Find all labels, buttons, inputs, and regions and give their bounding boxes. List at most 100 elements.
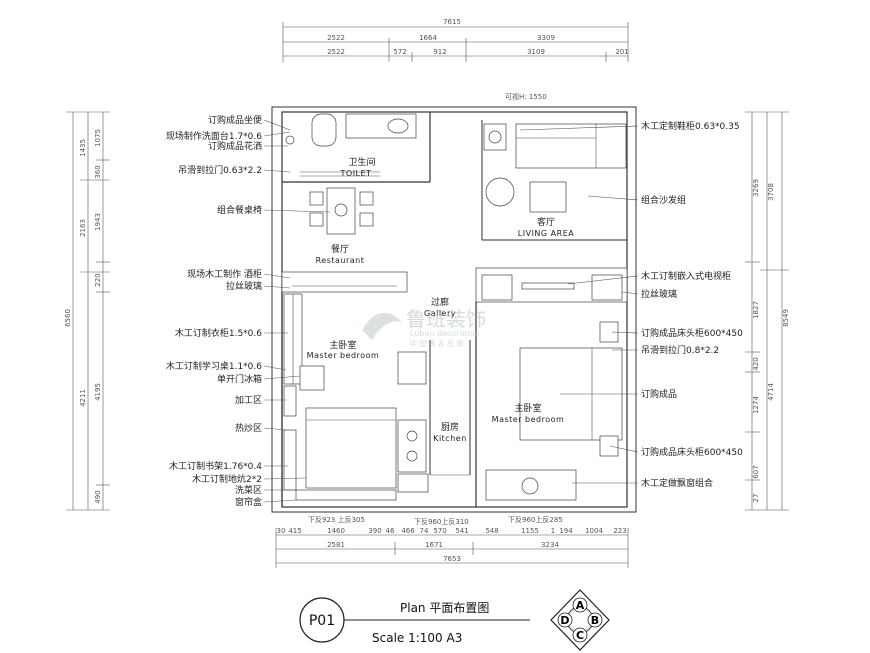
label-right-8: 木工定做飘窗组合 [641,477,713,489]
note-viewing-height: 可视H: 1550 [505,92,547,101]
left-dimensions [66,111,110,511]
title-block: P01 Plan 平面布置图 Scale 1:100 A3 A B C D [299,589,610,651]
restaurant-en: Restaurant [316,256,365,265]
master1-cn: 主卧室 [329,339,356,351]
fridge-icon [397,351,427,385]
sofa-icon [515,123,627,169]
watermark-cn: 鲁班装饰 [406,307,486,331]
dim-right-inner-1: 3269 [752,179,760,197]
dim-left-mid-2: 2163 [79,219,87,237]
label-left-5: 现场木工制作 酒柜 [187,268,262,280]
toilet-cn: 卫生间 [348,156,375,168]
dim-bottom-total: 7653 [443,555,461,563]
leader-right-0 [519,125,639,131]
shower-icon [285,135,295,145]
label-left-1: 现场制作洗面台1.7*0.6 [166,130,262,142]
label-right-7: 订购成品床头柜600*450 [641,446,743,458]
compass-b: B [591,614,599,627]
coffee-table [529,181,567,213]
compass-a: A [576,599,585,612]
dim-bottom-2-1: 415 [288,527,301,535]
label-left-3: 吊滑到拉门0.63*2.2 [178,164,262,176]
label-right-1: 组合沙发组 [641,194,686,206]
label-right-2: 木工订制嵌入式电视柜 [641,270,731,282]
dim-left-mid-1: 1435 [79,139,87,157]
dining-chair [309,191,324,206]
dim-bottom-2-14: 223 [613,527,626,535]
label-left-11: 热炒区 [235,422,262,434]
dim-left-mid-3: 4211 [79,389,87,407]
study-desk [283,385,297,417]
dim-bottom-2-4: 46 [386,527,395,535]
dim-right-mid-1: 3708 [767,183,775,201]
right-labels: 木工定制鞋柜0.63*0.35组合沙发组木工订制嵌入式电视柜拉丝玻璃订购成品床头… [641,120,743,489]
leader-left-1 [263,131,291,137]
note-window-mid: 下反960上反310 [414,517,469,526]
dim-left-inner-4: 220 [94,273,102,286]
label-left-6: 拉丝玻璃 [226,280,262,292]
scale-line: Scale 1:100 A3 [372,631,462,645]
master-bedroom-right [475,302,623,507]
toilet-room [282,112,431,183]
dim-left-inner-5: 4195 [94,383,102,401]
leader-left-4 [263,209,331,213]
watermark-en: Luban decoration [410,329,480,338]
armchair-icon [485,177,515,207]
label-left-13: 木工订制地炕2*2 [192,473,262,485]
leader-right-3 [621,291,639,295]
dim-bottom-2-11: 1 [551,527,555,535]
right-leaders [519,125,639,484]
dining-table [309,187,374,235]
toilet-en: TOILET [340,169,372,178]
dim-left-inner-2: 360 [94,165,102,178]
dining-chair [359,212,374,227]
dim-top-2c: 912 [433,48,446,56]
bottom-dimensions [275,528,629,568]
dim-bottom-2-8: 541 [455,527,468,535]
dim-bottom-2-9: 548 [485,527,498,535]
dim-right-outer: 8549 [782,309,790,327]
dim-bottom-2-2: 1460 [327,527,345,535]
master2-cn: 主卧室 [514,402,541,414]
label-right-3: 拉丝玻璃 [641,288,677,300]
leader-right-2 [567,275,639,285]
label-left-4: 组合餐桌椅 [217,204,262,216]
dim-bottom-2-12: 194 [559,527,573,535]
dim-right-mid-2: 4714 [767,383,775,401]
dim-bottom-2-6: 74 [420,527,429,535]
label-left-0: 订购成品坐便 [208,114,262,126]
master2-en: Master bedroom [492,415,565,424]
dim-top-2d: 3109 [527,48,545,56]
leader-right-7 [609,445,639,453]
watermark-sub: 中 国 著 名 品 牌 [410,339,463,348]
label-left-12: 木工订制书架1.76*0.4 [169,460,262,472]
note-window-right: 下反960上反285 [508,515,563,524]
dim-left-inner-1: 1075 [94,129,102,147]
compass-icon: A B C D [550,589,610,651]
kitchen [397,340,471,493]
dining-chair [309,212,324,227]
label-left-9: 单开门冰箱 [217,373,262,385]
master-bedroom-left [281,292,397,507]
wine-cabinet [281,271,408,293]
leader-left-6 [263,285,291,289]
compass-c: C [576,629,584,642]
bed-kang [305,407,397,489]
note-window-left: 下反923 上反305 [308,515,365,524]
label-right-6: 订购成品 [641,388,677,400]
living-area [481,120,627,241]
master1-en: Master bedroom [307,351,380,360]
left-leaders [263,119,331,503]
label-left-2: 订购成品花洒 [208,140,262,152]
label-right-4: 订购成品床头柜600*450 [641,327,743,339]
dim-bottom-2-5: 466 [401,527,415,535]
dim-bottom-1c: 3234 [541,541,559,549]
dim-bottom-2-0: 30 [277,527,286,535]
gallery-en: Gallery [424,309,456,318]
dim-top-2b: 572 [393,48,406,56]
toilet-icon [311,113,337,147]
leader-right-4 [611,331,639,334]
dim-top-1c: 3309 [537,34,555,42]
